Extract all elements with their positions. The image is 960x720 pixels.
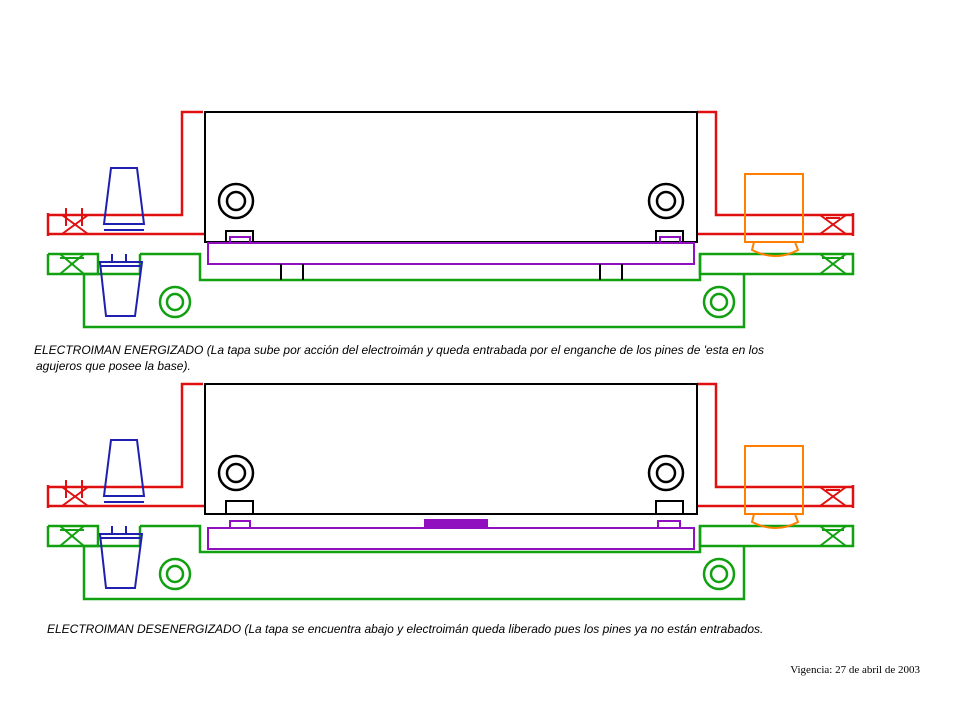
assembly-deenergized [48,384,853,599]
caption-energized-line1: ELECTROIMAN ENERGIZADO (La tapa sube por… [34,343,765,357]
assembly-energized [48,112,853,327]
pin-tabs [225,500,684,515]
electromagnet-core [424,519,488,528]
caption-deenergized: ELECTROIMAN DESENERGIZADO (La tapa se en… [47,622,764,636]
pin-plate [207,242,695,265]
pin-plate [207,527,695,550]
footer-date: Vigencia: 27 de abril de 2003 [790,664,920,676]
caption-energized-line2: agujeros que posee la base). [36,359,191,373]
